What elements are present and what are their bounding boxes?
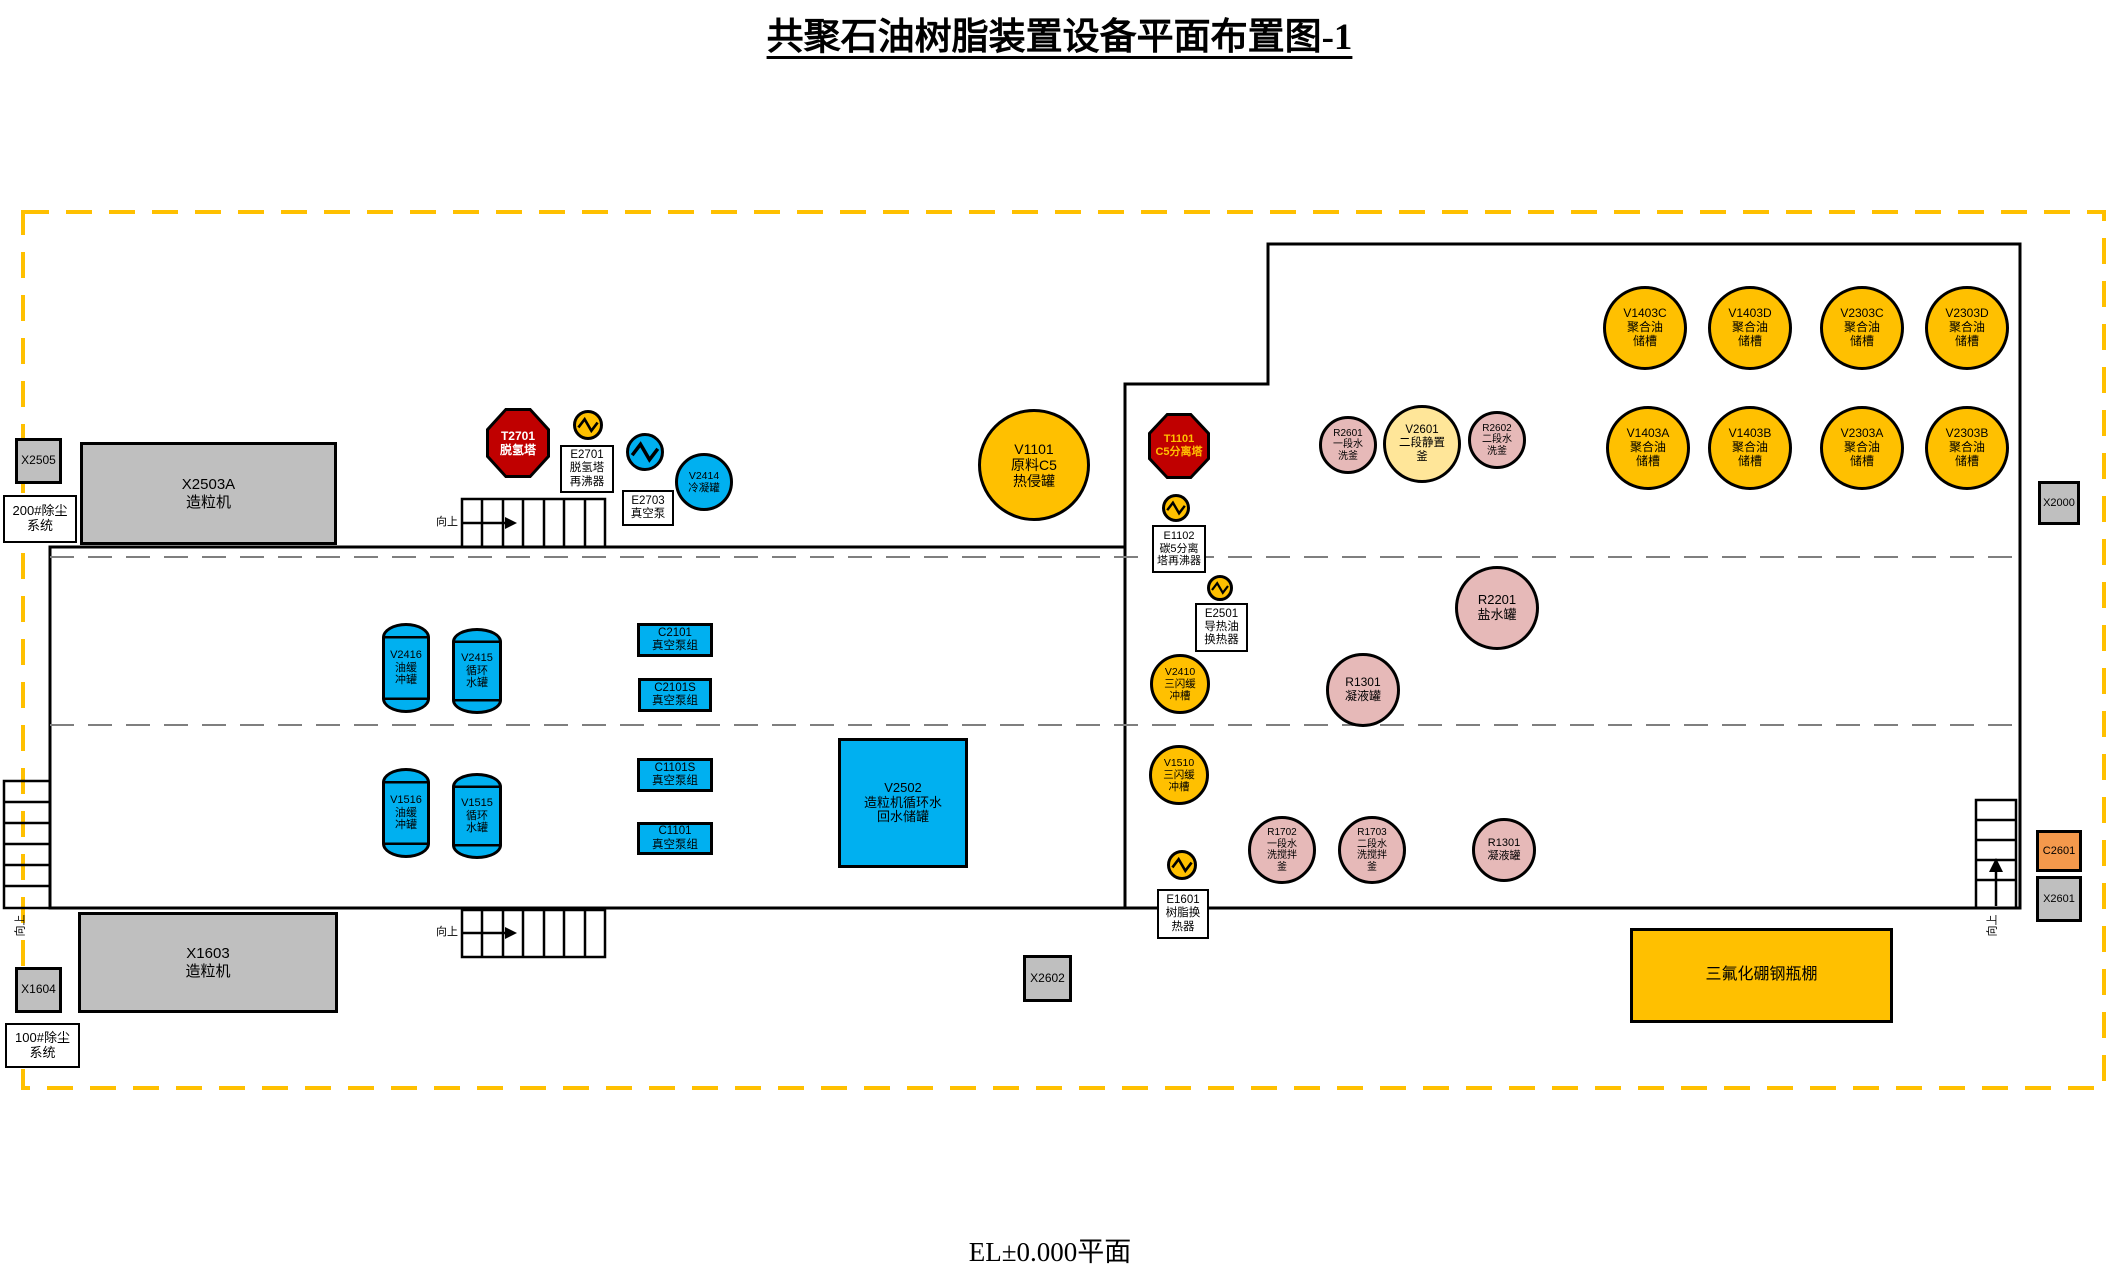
- tank-v2502: V2502 造粒机循环水 回水储罐: [838, 738, 968, 868]
- e1601-heat-exchanger-icon: [1167, 850, 1197, 880]
- vessel-r2602: R2602 二段水 洗釜: [1468, 411, 1526, 469]
- tower-t1101: T1101 C5分离塔: [1148, 413, 1210, 479]
- tower-t1101-label: T1101 C5分离塔: [1151, 416, 1207, 476]
- vessel-v2601: V2601 二段静置 釜: [1383, 405, 1461, 483]
- machine-x2503a-granulator: X2503A 造粒机: [80, 442, 337, 545]
- dust-system-200-label: 200#除尘 系统: [3, 495, 77, 543]
- e2501-label: E2501 导热油 换热器: [1195, 603, 1248, 652]
- drum-v2416: V2416 油缓 冲罐: [382, 623, 430, 713]
- tank-v2303a: V2303A 聚合油 储槽: [1820, 406, 1904, 490]
- vessel-r1301-mid: R1301 凝液罐: [1326, 653, 1400, 727]
- tower-t2701-label: T2701 脱氢塔: [489, 411, 547, 475]
- tank-v1101: V1101 原料C5 热侵罐: [978, 409, 1090, 521]
- pump-unit-c1101: C1101 真空泵组: [637, 822, 713, 855]
- e1102-heat-exchanger-icon: [1162, 494, 1190, 522]
- machine-x1604: X1604: [15, 967, 62, 1013]
- stair-direction-arrow: [505, 517, 517, 529]
- tank-v1403d: V1403D 聚合油 储槽: [1708, 286, 1792, 370]
- tank-v2303b: V2303B 聚合油 储槽: [1925, 406, 2009, 490]
- dust-system-100-label: 100#除尘 系统: [5, 1023, 80, 1068]
- ladder-left-up-note: 向上: [14, 914, 27, 937]
- ladder-right-outline: [1974, 798, 2018, 910]
- e2703-pump-icon: [626, 433, 664, 471]
- machine-x1603-granulator: X1603 造粒机: [78, 912, 338, 1013]
- stair-upper: [460, 497, 607, 549]
- tank-v1403c: V1403C 聚合油 储槽: [1603, 286, 1687, 370]
- tank-v2414: V2414 冷凝罐: [675, 453, 733, 511]
- tank-v1403a: V1403A 聚合油 储槽: [1606, 406, 1690, 490]
- drum-v1516: V1516 油缓 冲罐: [382, 768, 430, 858]
- tower-t2701: T2701 脱氢塔: [486, 408, 550, 478]
- drum-v2415: V2415 循环 水罐: [452, 628, 502, 714]
- pump-unit-c1101s: C1101S 真空泵组: [637, 758, 713, 792]
- tank-v2303c: V2303C 聚合油 储槽: [1820, 286, 1904, 370]
- stair-direction-arrow: [505, 927, 517, 939]
- stair-lower: [460, 908, 607, 959]
- machine-c2601: C2601: [2036, 830, 2082, 872]
- vessel-r1301-bottom: R1301 凝液罐: [1472, 818, 1536, 882]
- elevation-label: EL±0.000平面: [968, 1237, 1132, 1267]
- drawing-title: 共聚石油树脂装置设备平面布置图-1: [766, 17, 1353, 58]
- machine-x2000: X2000: [2038, 481, 2080, 525]
- bf3-cylinder-shed: 三氟化硼钢瓶棚: [1630, 928, 1893, 1023]
- tank-v1403b: V1403B 聚合油 储槽: [1708, 406, 1792, 490]
- drum-v1515: V1515 循环 水罐: [452, 773, 502, 859]
- ladder-direction-arrow: [1989, 858, 2003, 872]
- ladder-right: [1974, 798, 2018, 910]
- battery-limit-boundary: [21, 210, 2106, 1090]
- machine-x2505: X2505: [15, 438, 62, 484]
- stair-upper-up-note: 向上: [436, 516, 458, 528]
- pump-unit-c2101: C2101 真空泵组: [637, 623, 713, 657]
- vessel-r1703: R1703 二段水 洗搅拌 釜: [1338, 816, 1406, 884]
- tank-v1510: V1510 三闪缓 冲槽: [1149, 745, 1209, 805]
- vessel-r2201: R2201 盐水罐: [1455, 566, 1539, 650]
- e1601-label: E1601 树脂换 热器: [1157, 889, 1209, 939]
- ladder-left: [2, 779, 52, 910]
- stair-lower-up-note: 向上: [436, 926, 458, 938]
- tank-v2303d: V2303D 聚合油 储槽: [1925, 286, 2009, 370]
- e2701-heat-exchanger-icon: [573, 410, 603, 440]
- machine-x2601: X2601: [2036, 876, 2082, 922]
- vessel-r2601: R2601 一段水 洗釜: [1319, 416, 1377, 474]
- e2501-heat-exchanger-icon: [1207, 575, 1233, 601]
- e1102-label: E1102 碳5分离 塔再沸器: [1152, 525, 1206, 573]
- tank-v2410: V2410 三闪缓 冲槽: [1150, 654, 1210, 714]
- vessel-r1702: R1702 一段水 洗搅拌 釜: [1248, 816, 1316, 884]
- machine-x2602: X2602: [1023, 955, 1072, 1002]
- e2701-label: E2701 脱氢塔 再沸器: [560, 445, 614, 493]
- e2703-label: E2703 真空泵: [622, 490, 674, 526]
- ladder-right-up-note: 向上: [1986, 914, 1999, 937]
- pump-unit-c2101s: C2101S 真空泵组: [638, 678, 712, 712]
- building-outline: [48, 242, 2022, 910]
